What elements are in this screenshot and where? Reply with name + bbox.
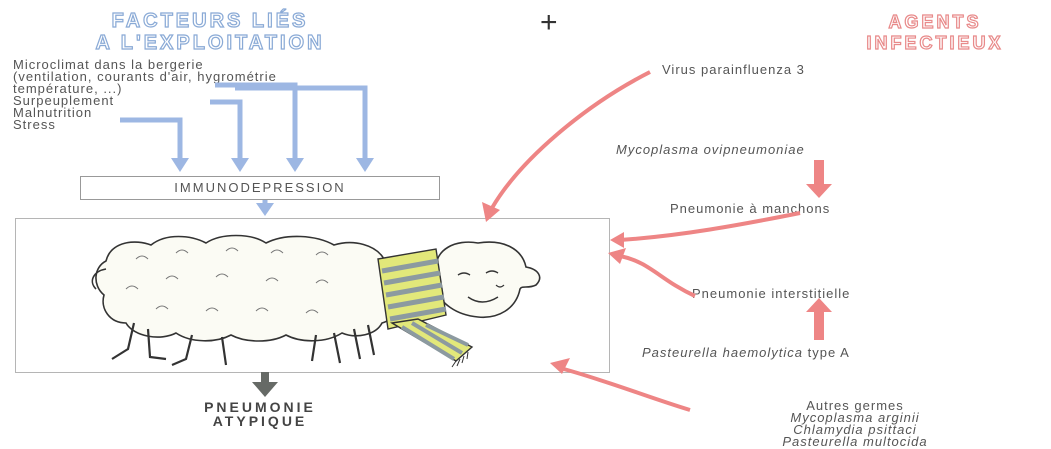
blue-arrowheads (171, 158, 374, 216)
blue-arrow-head (231, 158, 249, 172)
blue-arrow-head (286, 158, 304, 172)
dark-result-arrow (252, 372, 278, 397)
red-arrowheads (482, 202, 626, 374)
red-vertical-arrows (806, 160, 832, 340)
blue-arrow-head (356, 158, 374, 172)
blue-arrow-head (256, 203, 274, 216)
blue-arrow-head (171, 158, 189, 172)
red-connectors (492, 72, 800, 410)
red-arrow-head (806, 298, 832, 312)
dark-arrow-head (252, 382, 278, 397)
blue-connectors (120, 85, 365, 204)
red-arrow-head (610, 232, 624, 248)
red-arrow-head (806, 184, 832, 198)
red-arrow-head (482, 202, 500, 222)
